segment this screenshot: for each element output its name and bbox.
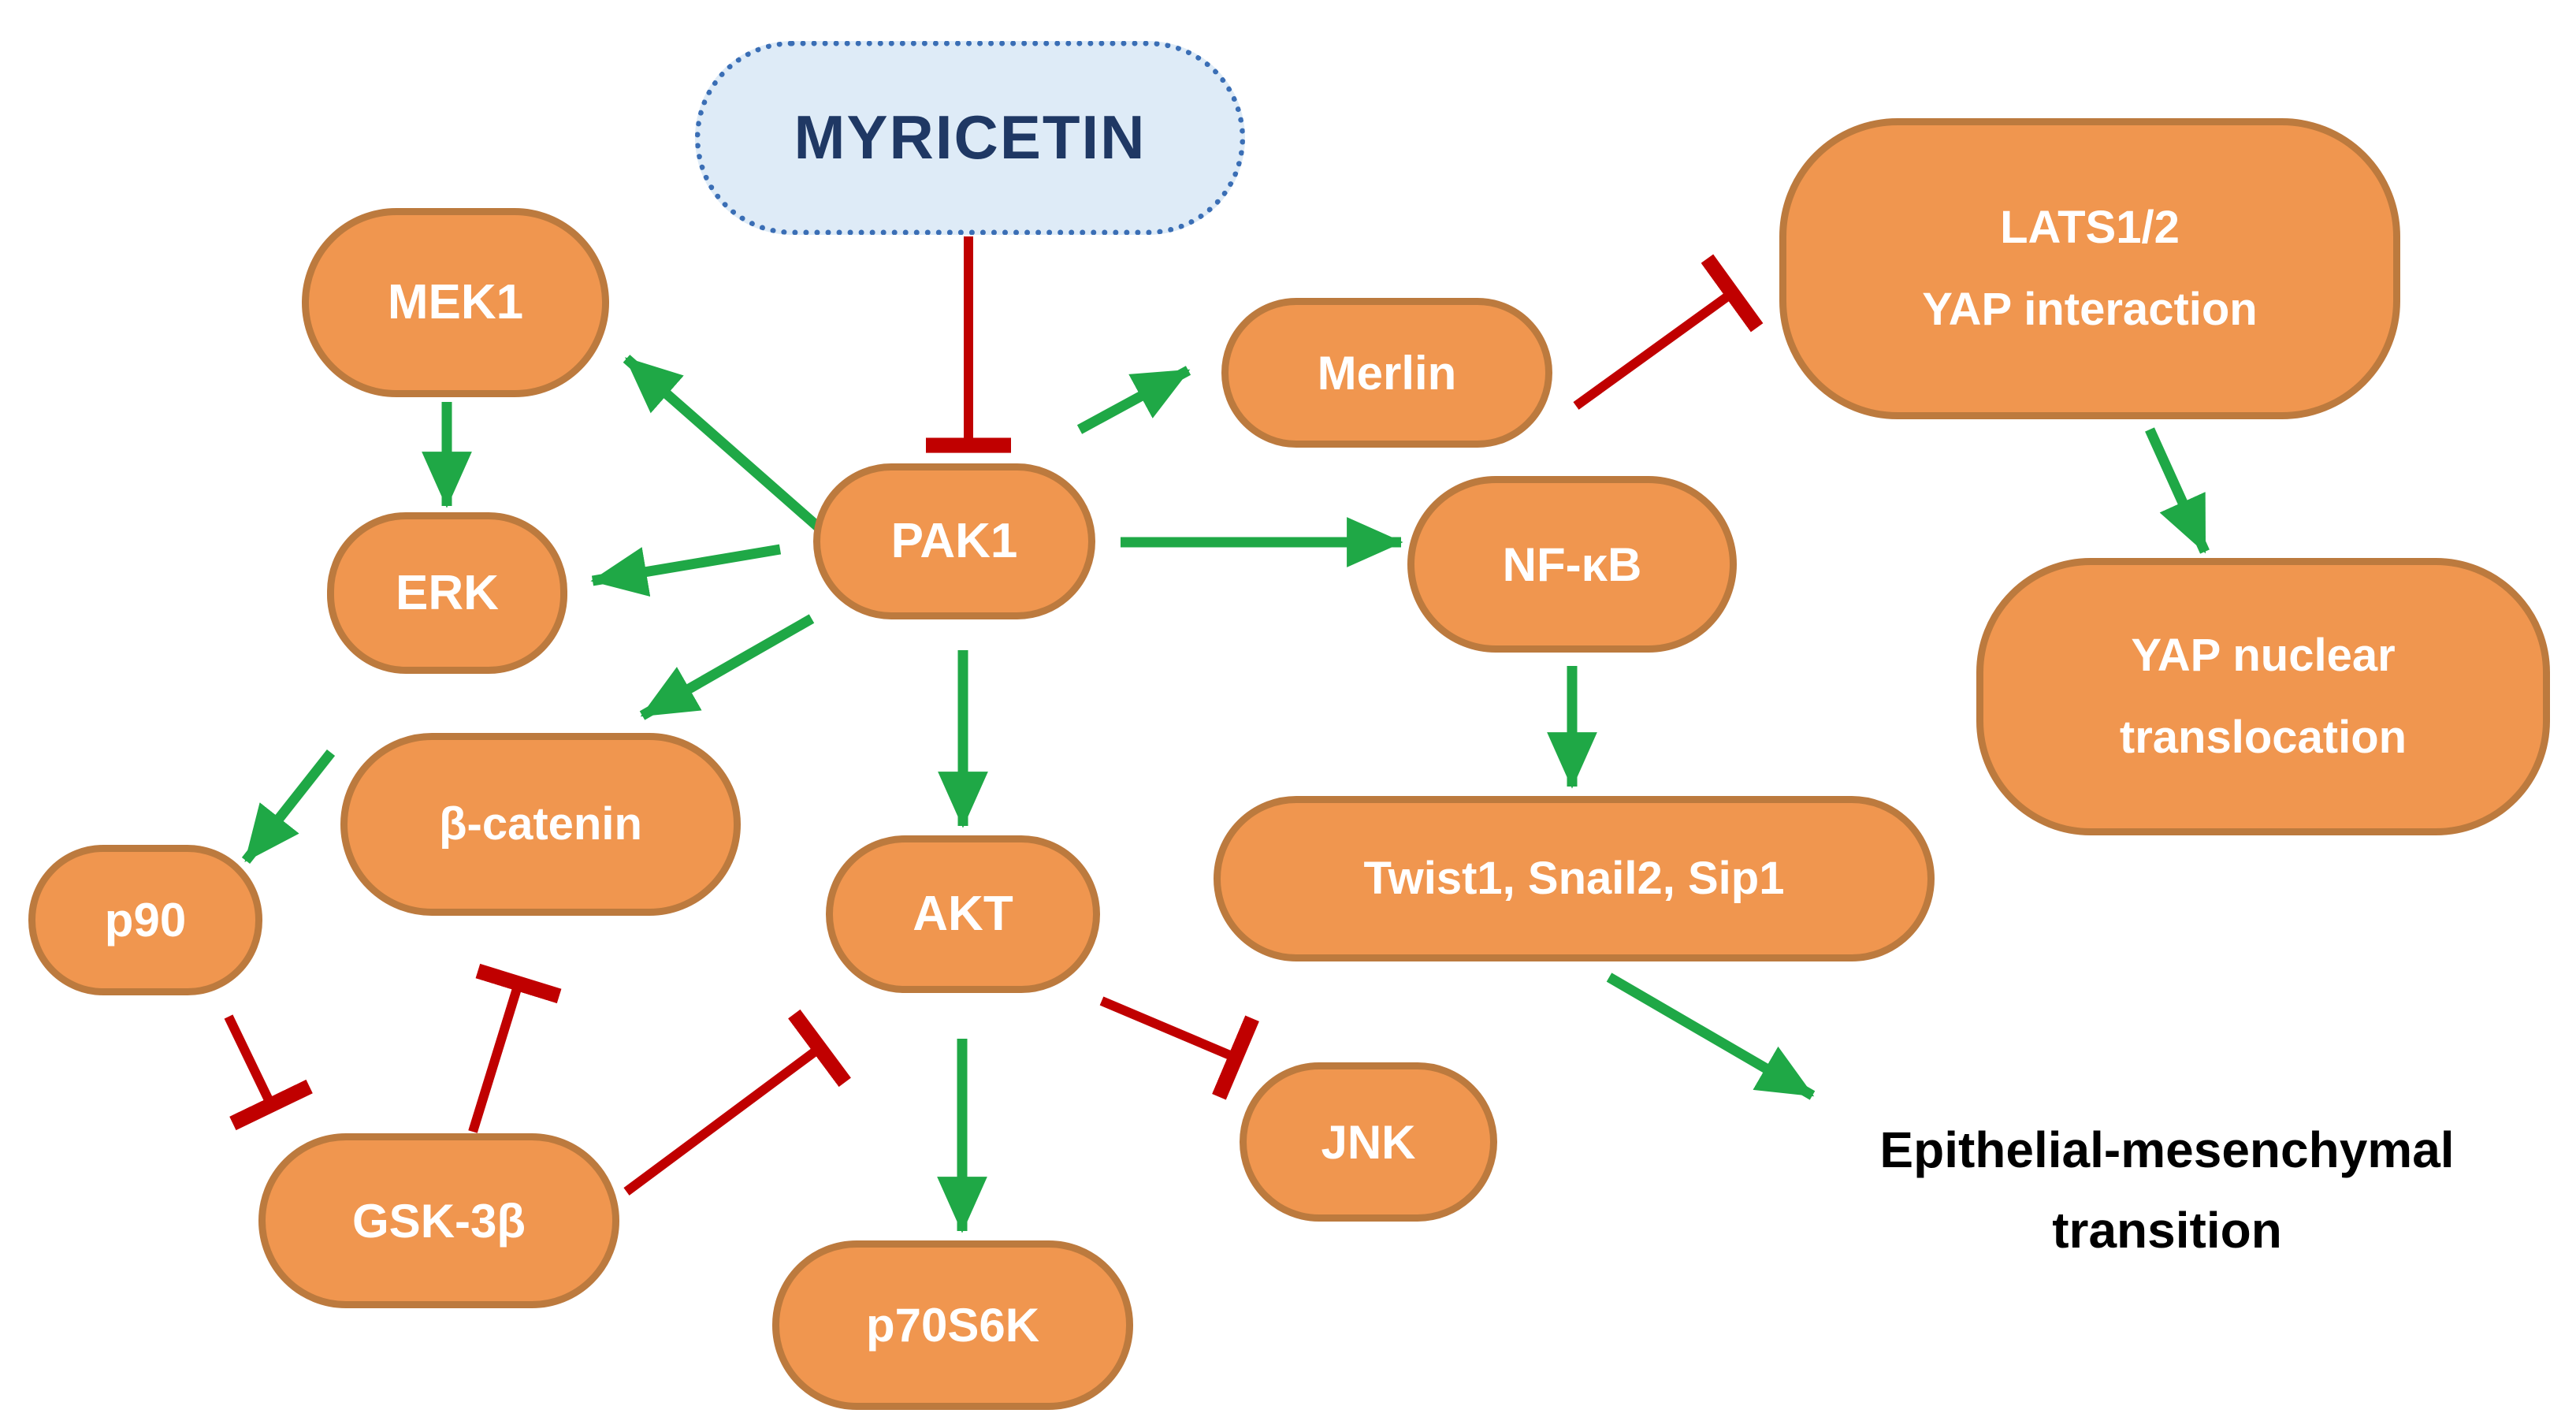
edge-twist-to-emt-activation: [1606, 973, 1816, 1100]
node-beta-catenin: β-catenin: [340, 733, 741, 916]
node-nfkb-label: NF-κB: [1502, 537, 1642, 591]
node-erk: ERK: [327, 512, 567, 674]
node-p90: p90: [28, 845, 262, 995]
emt-line1: Epithelial-mesenchymal: [1879, 1121, 2455, 1178]
node-p70s6k-label: p70S6K: [865, 1299, 1040, 1352]
node-akt-label: AKT: [913, 887, 1013, 942]
node-lats-line1: LATS1/2: [2000, 201, 2180, 253]
node-merlin-label: Merlin: [1317, 346, 1457, 400]
edge-akt-to-jnk-inhibition: [1099, 996, 1259, 1100]
edge-pak1-to-bcatenin-activation: [639, 614, 815, 720]
node-myricetin-label: MYRICETIN: [794, 102, 1147, 173]
node-p90-label: p90: [104, 894, 187, 947]
edge-gsk3b-to-akt-inhibition: [623, 1009, 851, 1196]
node-jnk-label: JNK: [1321, 1115, 1416, 1169]
node-mek1: MEK1: [302, 208, 609, 397]
node-yap-nuclear-translocation: YAP nuclear translocation: [1976, 558, 2550, 835]
edge-pak1-to-merlin-activation: [1076, 366, 1191, 434]
node-nfkb: NF-κB: [1407, 476, 1737, 653]
node-lats1-2-yap-interaction: LATS1/2 YAP interaction: [1779, 118, 2400, 419]
node-erk-label: ERK: [396, 565, 499, 620]
emt-line2: transition: [2052, 1202, 2282, 1259]
node-p70s6k: p70S6K: [772, 1240, 1133, 1410]
node-twist-label: Twist1, Snail2, Sip1: [1363, 852, 1785, 904]
node-twist1-snail2-sip1: Twist1, Snail2, Sip1: [1214, 796, 1935, 961]
edge-lats-to-yap-activation: [2145, 427, 2210, 554]
node-gsk3b-label: GSK-3β: [352, 1194, 526, 1248]
node-jnk: JNK: [1240, 1062, 1497, 1222]
node-akt: AKT: [826, 835, 1100, 993]
label-epithelial-mesenchymal-transition: Epithelial-mesenchymal transition: [1820, 1110, 2514, 1271]
node-lats-line2: YAP interaction: [1922, 284, 2258, 335]
edge-merlin-to-lats-inhibition: [1573, 254, 1764, 410]
node-pak1: PAK1: [813, 463, 1095, 619]
node-pak1-label: PAK1: [890, 514, 1018, 569]
node-beta-catenin-label: β-catenin: [439, 798, 642, 850]
edge-erk-to-p90-activation: [241, 749, 336, 865]
edge-p90-to-gsk3b-inhibition: [224, 1014, 313, 1131]
node-yap-line1: YAP nuclear: [2131, 629, 2396, 681]
edge-pak1-to-erk-activation: [590, 544, 782, 597]
node-gsk3b: GSK-3β: [258, 1133, 619, 1308]
node-yap-line2: translocation: [2119, 712, 2407, 763]
node-myricetin: MYRICETIN: [695, 41, 1245, 235]
node-mek1-label: MEK1: [387, 275, 524, 330]
node-merlin: Merlin: [1221, 298, 1552, 448]
edge-pak1-to-mek1-activation: [623, 355, 825, 534]
edge-gsk3b-to-bcatenin-inhibition: [468, 963, 562, 1133]
